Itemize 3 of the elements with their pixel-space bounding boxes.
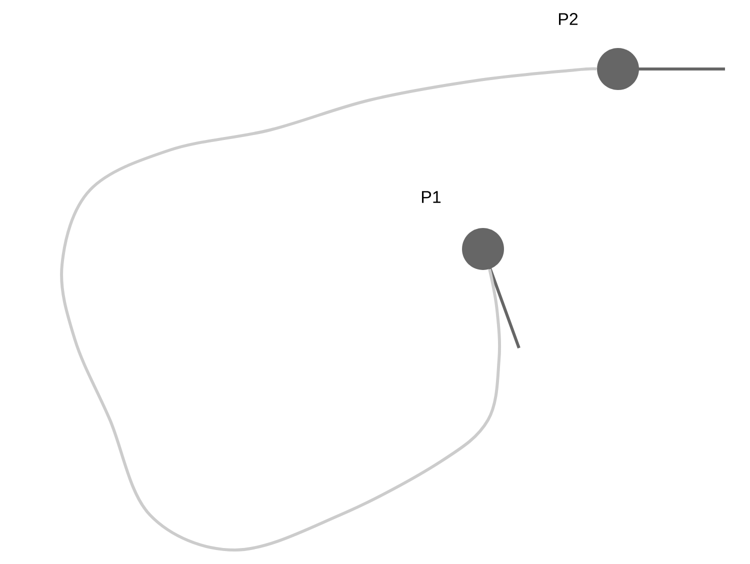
point-label: P2 [559, 13, 578, 25]
point-label: P1 [422, 191, 441, 203]
curve [60, 68, 597, 552]
